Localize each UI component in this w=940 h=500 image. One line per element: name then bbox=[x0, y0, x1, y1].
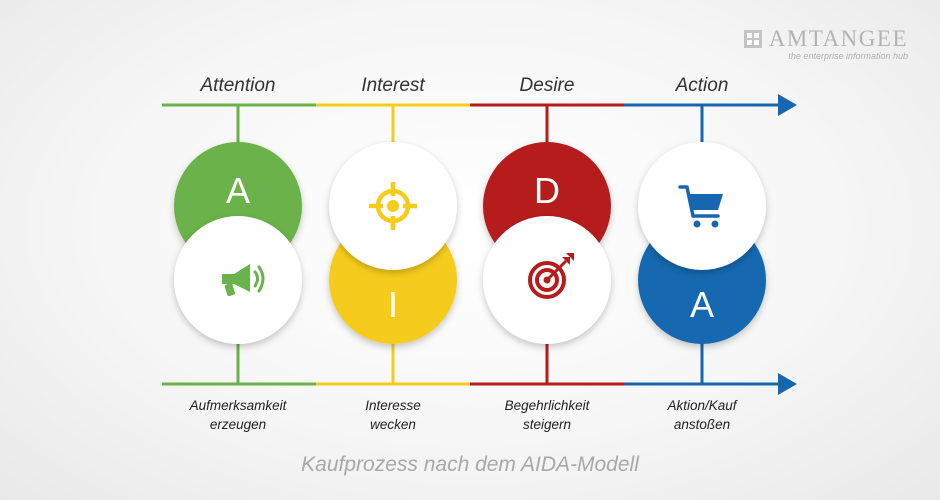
phase-desc-line: Interesse bbox=[365, 398, 421, 413]
action-letter: A bbox=[690, 284, 714, 325]
attention-letter: A bbox=[226, 170, 250, 211]
diagram-caption: Kaufprozess nach dem AIDA-Modell bbox=[301, 453, 639, 476]
phase-desc-interest: Interesse wecken bbox=[318, 396, 468, 434]
phase-title-desire: Desire bbox=[519, 75, 575, 96]
phase-title-action: Action bbox=[675, 75, 729, 96]
brand-mark-icon bbox=[743, 30, 762, 48]
shopping-cart-icon bbox=[678, 185, 723, 228]
phase-title-interest: Interest bbox=[361, 75, 425, 96]
brand-tagline: the enterprise information hub bbox=[788, 51, 908, 61]
phase-desc-line: Aktion/Kauf bbox=[667, 398, 737, 413]
brand-name: AMTANGEE bbox=[768, 26, 908, 51]
target-dart-icon bbox=[528, 253, 574, 299]
phase-desc-line: steigern bbox=[522, 417, 572, 432]
phase-desc-attention: Aufmerksamkeit erzeugen bbox=[163, 396, 313, 434]
bottom-arrowhead bbox=[778, 373, 797, 395]
phase-desc-line: Aufmerksamkeit bbox=[189, 398, 287, 413]
interest-letter: I bbox=[388, 284, 398, 325]
top-arrowhead bbox=[778, 94, 797, 116]
phase-desc-desire: Begehrlichkeit steigern bbox=[472, 396, 622, 434]
megaphone-icon bbox=[222, 264, 265, 297]
desire-letter: D bbox=[534, 170, 560, 211]
phase-desc-line: anstoßen bbox=[673, 417, 731, 432]
phase-desc-action: Aktion/Kauf anstoßen bbox=[627, 396, 777, 434]
crosshair-icon bbox=[369, 182, 417, 230]
phase-desc-line: wecken bbox=[370, 417, 416, 432]
brand-logo: AMTANGEE the enterprise information hub bbox=[743, 26, 908, 61]
phase-desc-line: erzeugen bbox=[209, 417, 267, 432]
phase-desc-line: Begehrlichkeit bbox=[504, 398, 590, 413]
phase-title-attention: Attention bbox=[200, 75, 276, 96]
